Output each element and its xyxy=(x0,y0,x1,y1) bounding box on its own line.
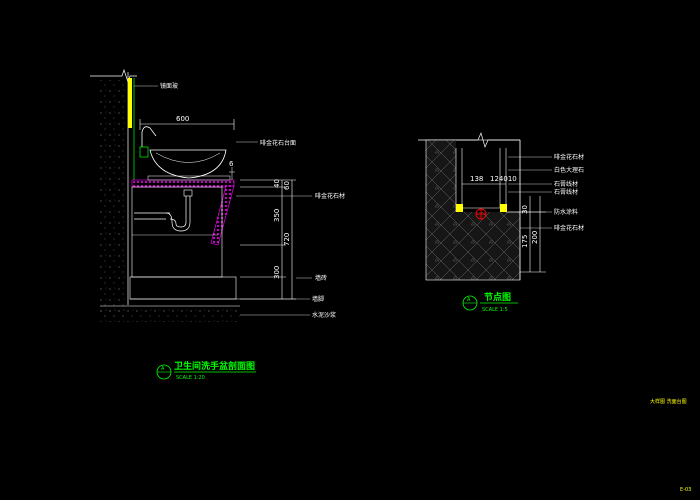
countertop xyxy=(131,179,235,188)
label-mirror: 镜面玻 xyxy=(160,82,178,90)
floor-screed xyxy=(100,306,240,322)
detail-label-6: 啡金花石材 xyxy=(554,224,584,232)
dim-600-text: 600 xyxy=(176,115,189,123)
lower-cabinet xyxy=(129,276,237,300)
detail-dim-30: 30 xyxy=(521,205,529,214)
detail-dim-200: 200 xyxy=(531,231,539,244)
section-title: 卫生间洗手盆剖面图 xyxy=(174,360,255,372)
dim-350-text: 350 xyxy=(273,209,281,222)
detail-dim-175: 175 xyxy=(521,235,529,248)
cabinet xyxy=(131,186,223,278)
faucet xyxy=(139,126,157,158)
label-stone-top: 啡金花石台面 xyxy=(260,139,296,147)
detail-wall-hatch xyxy=(426,140,456,280)
dim-40-text: 40 xyxy=(273,179,281,188)
detail-scale: SCALE 1:5 xyxy=(482,307,508,313)
section-title-block: A 卫生间洗手盆剖面图 SCALE 1:20 xyxy=(156,360,256,381)
wall-hatch xyxy=(100,80,127,320)
label-stone-skirt: 啡金花石材 xyxy=(315,192,345,200)
detail-horizontal-dims: 138 124010 xyxy=(462,175,517,185)
dim-6-text: 6 xyxy=(229,160,234,168)
dim-6: 6 xyxy=(229,160,235,180)
dim-300-text: 300 xyxy=(273,266,281,279)
fixing-strip-right xyxy=(500,204,507,212)
footer-stamp: 大样图 洗面台图 xyxy=(650,398,687,405)
fixing-strip-left xyxy=(456,204,463,212)
section-scale: SCALE 1:20 xyxy=(176,375,205,381)
detail-drawing: 30 175 200 138 124010 啡金花石材 白色大理石 石膏线材 石… xyxy=(418,131,584,313)
detail-symbol: A xyxy=(467,297,471,303)
dim-600: 600 xyxy=(139,115,235,130)
skirt-panel xyxy=(210,185,235,246)
detail-dim-124: 124010 xyxy=(490,175,517,183)
detail-label-2: 白色大理石 xyxy=(554,166,584,174)
dim-60-text: 60 xyxy=(283,181,291,190)
drain-pipe xyxy=(134,189,193,232)
detail-label-1: 啡金花石材 xyxy=(554,153,584,161)
dim-720-text: 720 xyxy=(283,233,291,246)
section-leaders xyxy=(134,85,312,316)
detail-dim-138: 138 xyxy=(470,175,483,183)
footer-sheet: E-03 xyxy=(680,487,691,493)
label-wall-tile: 墙砖 xyxy=(315,274,327,282)
basin-bowl xyxy=(149,149,227,179)
detail-label-3: 石膏线材 xyxy=(554,180,578,188)
section-drawing: 600 xyxy=(90,68,345,381)
mirror xyxy=(128,78,132,128)
label-skirting: 墙脚 xyxy=(312,295,324,303)
detail-slab-hatch xyxy=(456,212,520,280)
detail-title-block: A 节点图 SCALE 1:5 xyxy=(462,291,518,313)
detail-leaders xyxy=(508,156,552,229)
detail-title: 节点图 xyxy=(484,291,511,303)
wall-break xyxy=(90,68,137,84)
label-floor: 水泥沙浆 xyxy=(312,311,336,319)
detail-label-5: 防水涂料 xyxy=(554,208,578,216)
detail-label-4: 石膏线材 xyxy=(554,188,578,196)
anchor-bolt xyxy=(475,208,487,220)
vertical-dims: 40 60 350 720 300 xyxy=(240,179,296,300)
section-symbol: A xyxy=(161,366,165,372)
